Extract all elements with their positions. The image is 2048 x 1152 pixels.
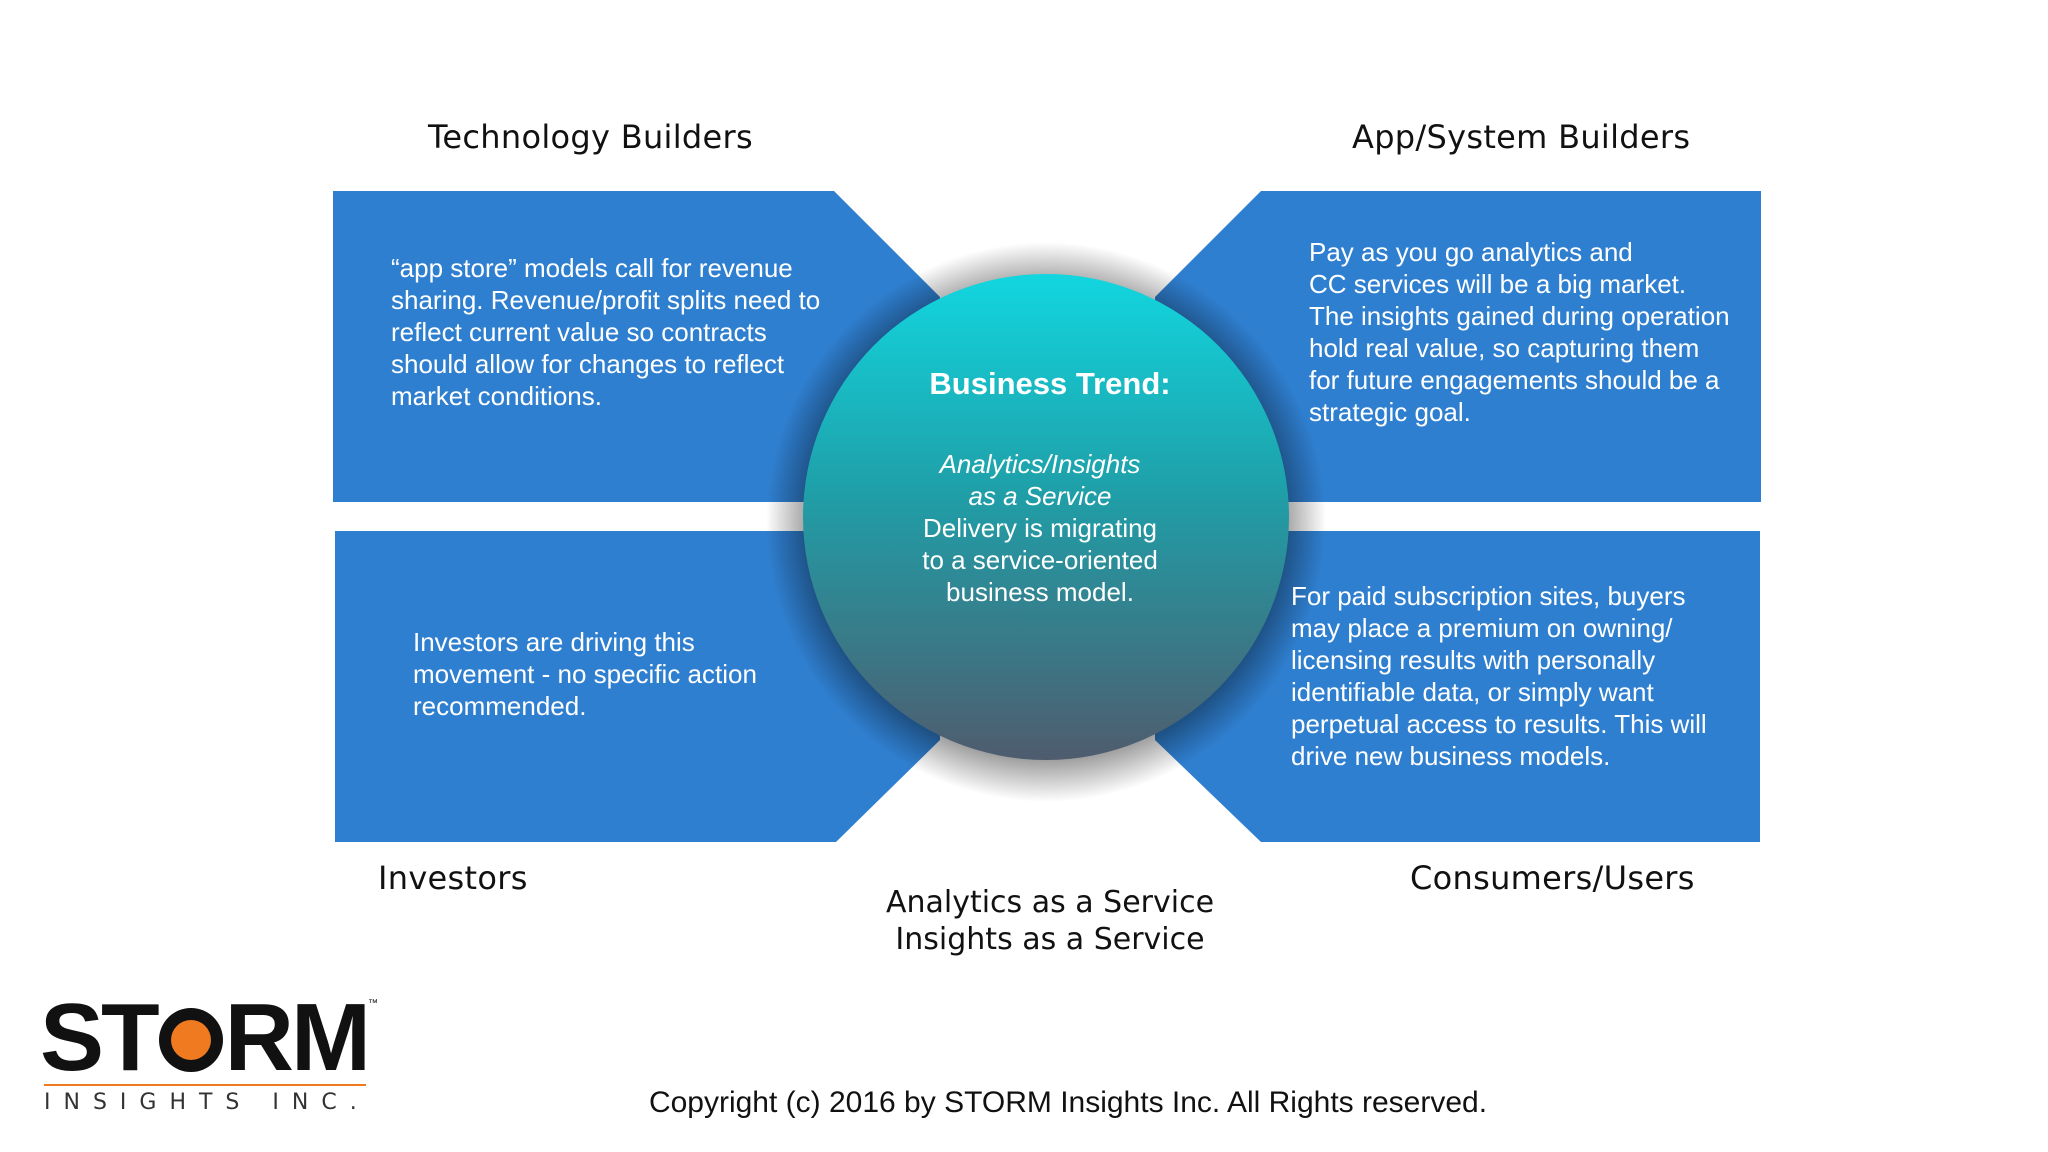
center-body: Delivery is migrating to a service-orien… bbox=[922, 513, 1158, 607]
center-title: Business Trend: bbox=[929, 366, 1171, 401]
logo-word-rm: RM bbox=[224, 984, 371, 1091]
logo-trademark: ™ bbox=[368, 998, 378, 1009]
bottom-center-caption: Analytics as a Service Insights as a Ser… bbox=[885, 885, 1215, 957]
quadrant-text-consumers-users: For paid subscription sites, buyers may … bbox=[1291, 581, 1707, 771]
copyright-notice: Copyright (c) 2016 by STORM Insights Inc… bbox=[648, 1086, 1488, 1119]
quadrant-text-technology-builders: “app store” models call for revenue shar… bbox=[391, 253, 821, 411]
quadrant-text-investors: Investors are driving this movement - no… bbox=[413, 627, 757, 721]
heading-technology-builders: Technology Builders bbox=[428, 118, 753, 156]
logo-wordmark: ST RM bbox=[40, 984, 371, 1091]
heading-app-system-builders: App/System Builders bbox=[1352, 118, 1691, 156]
logo-subtitle: INSIGHTS INC. bbox=[44, 1090, 370, 1115]
center-circle bbox=[803, 274, 1289, 760]
logo-divider bbox=[44, 1084, 366, 1086]
logo-word-st: ST bbox=[40, 984, 160, 1091]
heading-consumers-users: Consumers/Users bbox=[1410, 859, 1695, 897]
quadrant-text-app-system-builders: Pay as you go analytics and CC services … bbox=[1309, 237, 1730, 427]
logo-o-eye-icon bbox=[158, 1008, 223, 1072]
center-subtitle: Analytics/Insights as a Service bbox=[939, 449, 1141, 511]
heading-investors: Investors bbox=[378, 859, 528, 897]
